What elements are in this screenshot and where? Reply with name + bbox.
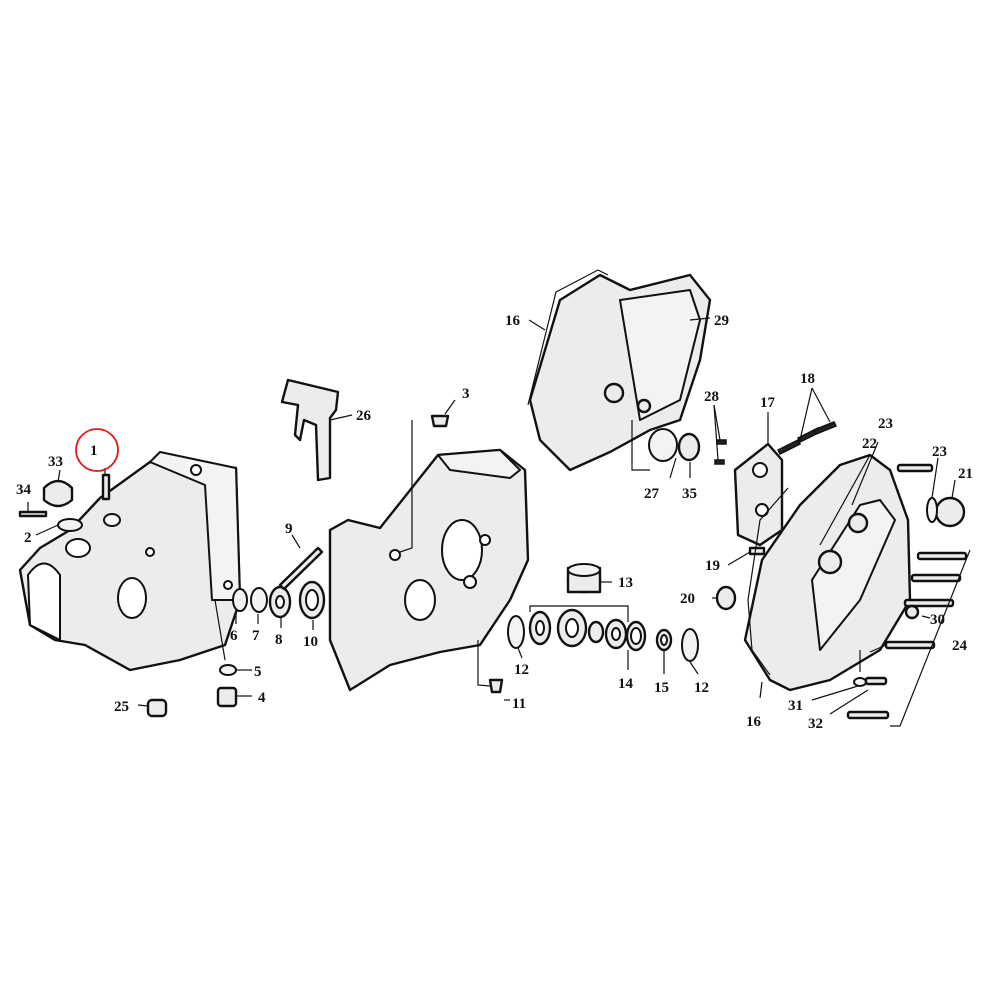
- stud-bolt[interactable]: [896, 463, 934, 473]
- retaining-ring-right[interactable]: [681, 628, 699, 662]
- bearing-cone[interactable]: [604, 618, 628, 650]
- callout-34[interactable]: 34: [16, 482, 32, 498]
- drain-plug[interactable]: [146, 698, 168, 718]
- callout-7[interactable]: 7: [252, 628, 260, 644]
- plug-bolt[interactable]: [216, 686, 238, 708]
- washer-30[interactable]: [904, 604, 920, 620]
- callout-8[interactable]: 8: [275, 632, 283, 648]
- screws-set[interactable]: [776, 421, 838, 456]
- outer-primary-cover[interactable]: [743, 453, 912, 692]
- callout-3[interactable]: 3: [462, 386, 470, 402]
- bushing-20[interactable]: [715, 585, 737, 611]
- dowel-pin[interactable]: [101, 473, 111, 501]
- main-bearing[interactable]: [566, 563, 602, 594]
- callout-22[interactable]: 22: [862, 436, 877, 452]
- callout-9[interactable]: 9: [285, 521, 293, 537]
- spring-chain[interactable]: [278, 546, 324, 591]
- roller-bearing[interactable]: [268, 585, 292, 619]
- callout-10[interactable]: 10: [303, 634, 318, 650]
- o-ring[interactable]: [57, 518, 83, 532]
- callout-12a[interactable]: 12: [514, 662, 529, 678]
- plug[interactable]: [430, 414, 450, 428]
- callout-12b[interactable]: 12: [694, 680, 709, 696]
- bushing[interactable]: [298, 580, 326, 620]
- thrust-washer[interactable]: [250, 587, 268, 613]
- screw-bottom[interactable]: [714, 459, 725, 465]
- callout-24[interactable]: 24: [952, 638, 968, 654]
- callout-18[interactable]: 18: [800, 371, 815, 387]
- callout-32[interactable]: 32: [808, 716, 823, 732]
- outer-cover-gasket[interactable]: [747, 487, 789, 676]
- retaining-ring-left[interactable]: [507, 615, 525, 649]
- callout-35[interactable]: 35: [682, 486, 697, 502]
- left-crankcase[interactable]: [18, 451, 242, 672]
- callout-20[interactable]: 20: [680, 591, 695, 607]
- right-crankcase[interactable]: [328, 448, 530, 692]
- callout-labels: 1 2 3 4 5 6 7 8 9 10 11 12 12 13 14 15 1…: [16, 313, 973, 732]
- callout-14[interactable]: 14: [618, 676, 634, 692]
- callout-21[interactable]: 21: [958, 466, 973, 482]
- bearing-race[interactable]: [528, 610, 552, 646]
- washer-31[interactable]: [853, 677, 867, 687]
- mounting-bracket[interactable]: [280, 378, 340, 482]
- spacer-ring[interactable]: [232, 588, 248, 612]
- bearing-cup[interactable]: [587, 620, 605, 644]
- pin[interactable]: [18, 510, 48, 518]
- primary-cover-outer[interactable]: [528, 273, 712, 472]
- callout-30[interactable]: 30: [930, 612, 945, 628]
- highlight-circle: [75, 428, 119, 472]
- callout-19[interactable]: 19: [705, 558, 720, 574]
- callout-15[interactable]: 15: [654, 680, 669, 696]
- gasket-ring[interactable]: [648, 428, 678, 462]
- callout-23b[interactable]: 23: [932, 444, 947, 460]
- oil-seal[interactable]: [625, 620, 647, 652]
- callout-23a[interactable]: 23: [878, 416, 893, 432]
- callout-6[interactable]: 6: [230, 628, 238, 644]
- callout-11[interactable]: 11: [512, 696, 526, 712]
- callout-27[interactable]: 27: [644, 486, 660, 502]
- seal-15[interactable]: [655, 628, 673, 652]
- bolt-32[interactable]: [864, 676, 888, 686]
- screw-top[interactable]: [716, 439, 727, 445]
- callout-33[interactable]: 33: [48, 454, 63, 470]
- callout-5[interactable]: 5: [254, 664, 262, 680]
- small-plug[interactable]: [488, 678, 504, 694]
- callout-4[interactable]: 4: [258, 690, 266, 706]
- cover-gasket[interactable]: [527, 269, 609, 406]
- washer[interactable]: [219, 664, 237, 676]
- bearing-assembly[interactable]: [556, 608, 588, 648]
- callout-17[interactable]: 17: [760, 395, 776, 411]
- callout-25[interactable]: 25: [114, 699, 129, 715]
- pin-19[interactable]: [748, 546, 766, 556]
- inspection-cover[interactable]: [677, 432, 701, 462]
- callout-29[interactable]: 29: [714, 313, 729, 329]
- leader-lines: [27, 317, 971, 727]
- callout-13[interactable]: 13: [618, 575, 633, 591]
- callout-31[interactable]: 31: [788, 698, 803, 714]
- cap-o-ring[interactable]: [926, 497, 938, 523]
- callout-2[interactable]: 2: [24, 530, 32, 546]
- callout-16a[interactable]: 16: [505, 313, 521, 329]
- callout-28[interactable]: 28: [704, 389, 719, 405]
- callout-26[interactable]: 26: [356, 408, 372, 424]
- filler-cap[interactable]: [934, 496, 966, 528]
- callout-16b[interactable]: 16: [746, 714, 762, 730]
- cap-plug[interactable]: [42, 479, 74, 508]
- callout-1[interactable]: 1: [90, 443, 98, 459]
